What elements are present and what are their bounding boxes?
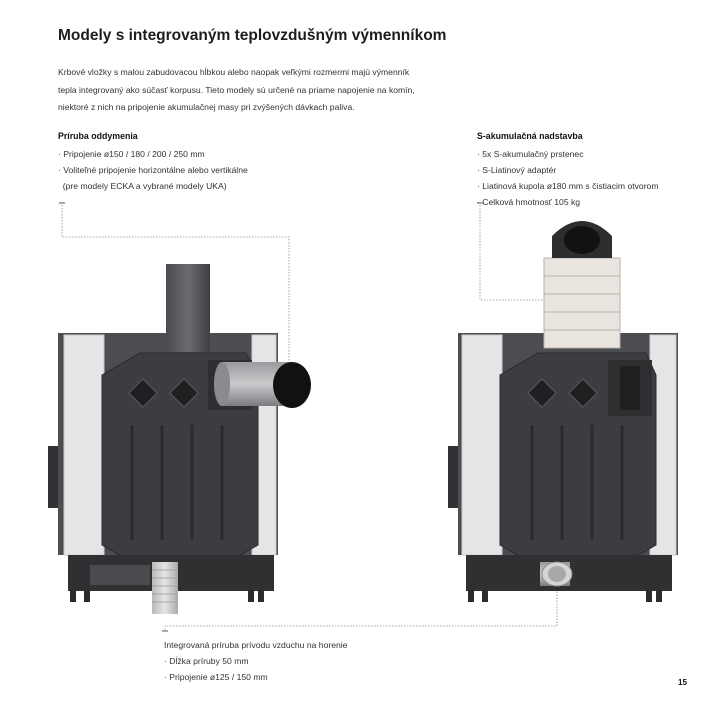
flue-flange-item-2: · Voliteľné pripojenie horizontálne aleb… (58, 165, 248, 175)
air-inlet-item-1: · Dĺžka príruby 50 mm (164, 656, 249, 666)
flue-leader-line (61, 205, 290, 362)
flue-flange-item-1: · Pripojenie ø150 / 180 / 200 / 250 mm (58, 149, 205, 159)
accumulation-item-3: · Liatinová kupola ø180 mm s čistiacim o… (477, 181, 659, 191)
accumulation-rings (543, 257, 621, 349)
leader-lines (61, 205, 558, 630)
intro-paragraph: Krbové vložky s malou zabudovacou hĺbkou… (58, 64, 488, 117)
intro-line-2: tepla integrovaný ako súčasť korpusu. Ti… (58, 84, 415, 95)
accumulation-leader-line (479, 205, 544, 301)
air-inlet-item-2: · Pripojenie ø125 / 150 mm (164, 672, 268, 682)
flue-flange-item-3: (pre modely ECKA a vybrané modely UKA) (58, 181, 227, 191)
accumulation-heading: S-akumulačná nadstavba (477, 131, 583, 141)
accumulation-item-1: · 5x S-akumulačný prstenec (477, 149, 584, 159)
page-number: 15 (678, 678, 687, 687)
intro-line-3: niektoré z nich na pripojenie akumulačne… (58, 102, 355, 113)
right-stove-illustration (448, 221, 678, 602)
accumulation-item-2: · S-Liatinový adaptér (477, 165, 557, 175)
flue-flange-heading: Príruba oddymenia (58, 131, 138, 141)
page-title: Modely s integrovaným teplovzdušným výme… (58, 27, 447, 44)
intro-line-1: Krbové vložky s malou zabudovacou hĺbkou… (58, 67, 410, 77)
accumulation-item-4: · Celková hmotnosť 105 kg (477, 197, 581, 207)
air-inlet-heading: Integrovaná príruba prívodu vzduchu na h… (164, 640, 348, 650)
left-stove-illustration (48, 264, 311, 614)
